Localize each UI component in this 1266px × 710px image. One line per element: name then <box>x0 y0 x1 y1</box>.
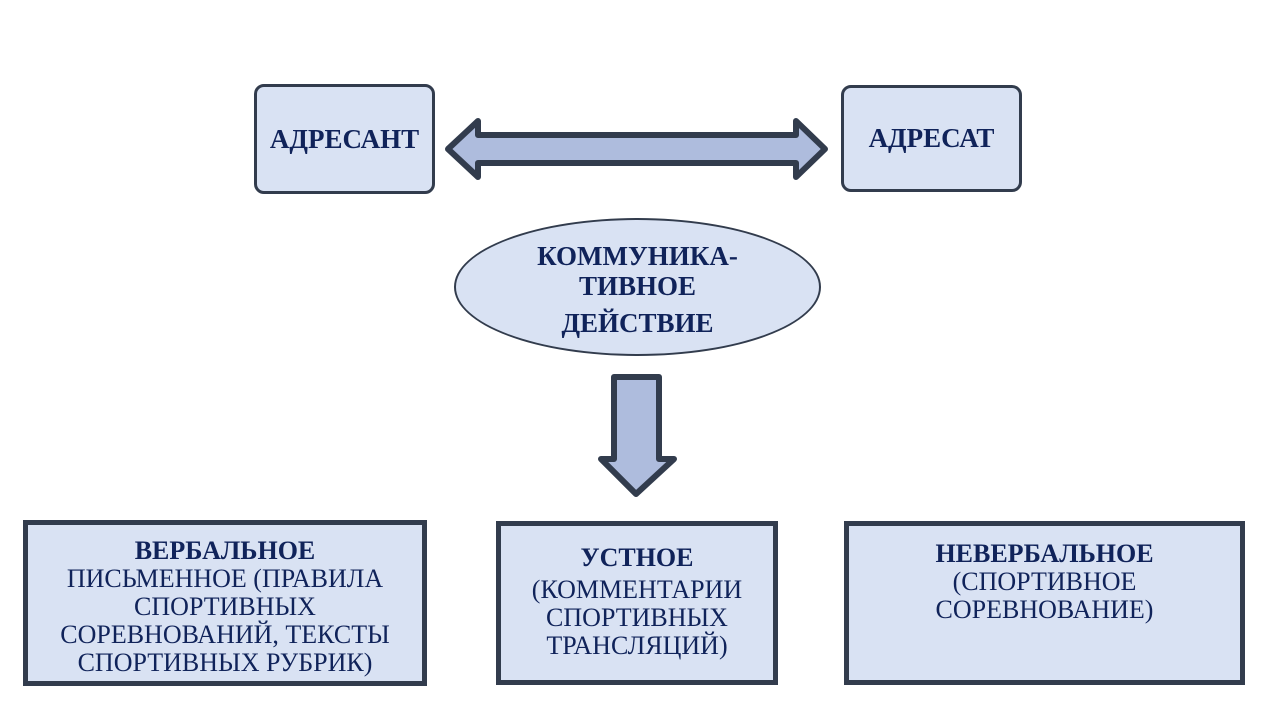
verbal-line-4: СПОРТИВНЫХ РУБРИК) <box>77 648 373 677</box>
receiver-label: АДРЕСАТ <box>868 123 995 153</box>
double-arrow-shape <box>445 118 828 180</box>
nonverbal-line-1: (СПОРТИВНОЕ <box>952 567 1137 596</box>
verbal-title: ВЕРБАЛЬНОЕ <box>134 536 316 565</box>
verbal-line-2: СПОРТИВНЫХ <box>134 592 316 621</box>
nonverbal-line-2: СОРЕВНОВАНИЕ) <box>935 595 1154 624</box>
nonverbal-title: НЕВЕРБАЛЬНОЕ <box>935 539 1154 568</box>
verbal-line-1: ПИСЬМЕННОЕ (ПРАВИЛА <box>66 564 384 593</box>
sender-box: АДРЕСАНТ <box>254 84 435 194</box>
double-arrow-icon <box>445 118 828 180</box>
oral-line-3: ТРАНСЛЯЦИЙ) <box>546 631 728 660</box>
oral-line-2: СПОРТИВНЫХ <box>546 603 728 632</box>
nonverbal-form-box: НЕВЕРБАЛЬНОЕ (СПОРТИВНОЕ СОРЕВНОВАНИЕ) <box>844 521 1245 685</box>
center-label-line-1: КОММУНИКА- <box>537 240 738 271</box>
verbal-line-3: СОРЕВНОВАНИЙ, ТЕКСТЫ <box>60 620 390 649</box>
receiver-box: АДРЕСАТ <box>841 85 1022 192</box>
center-label-line-2: ТИВНОЕ <box>578 270 697 301</box>
down-arrow-icon <box>598 374 677 497</box>
communicative-action-ellipse: КОММУНИКА- ТИВНОЕ ДЕЙСТВИЕ <box>454 218 821 356</box>
oral-line-1: (КОММЕНТАРИИ <box>531 575 743 604</box>
sender-label: АДРЕСАНТ <box>269 123 420 154</box>
center-label-line-3: ДЕЙСТВИЕ <box>561 307 714 338</box>
oral-form-box: УСТНОЕ (КОММЕНТАРИИ СПОРТИВНЫХ ТРАНСЛЯЦИ… <box>496 521 778 685</box>
oral-title: УСТНОЕ <box>580 543 694 572</box>
verbal-form-box: ВЕРБАЛЬНОЕ ПИСЬМЕННОЕ (ПРАВИЛА СПОРТИВНЫ… <box>23 520 427 686</box>
down-arrow-shape <box>598 374 677 497</box>
